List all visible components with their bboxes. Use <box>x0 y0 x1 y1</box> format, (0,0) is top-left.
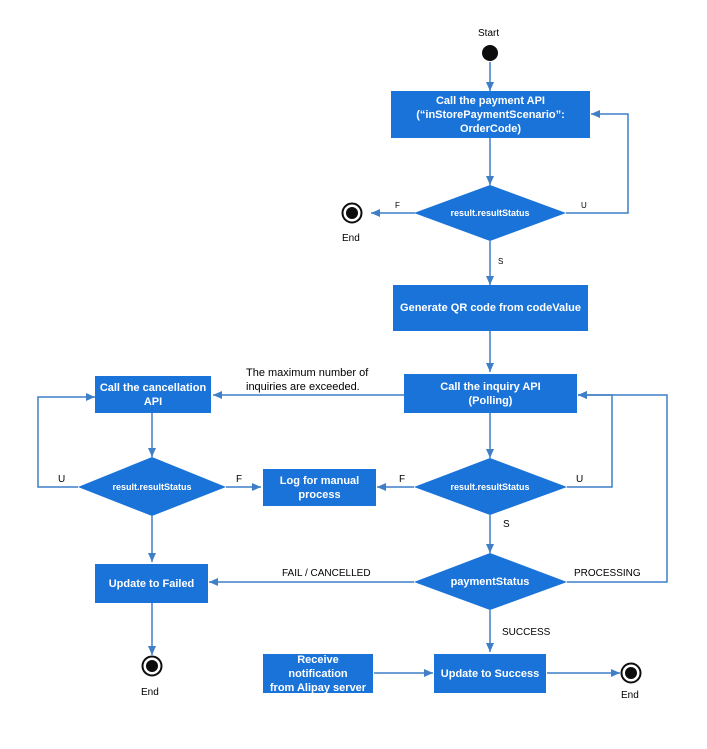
call-cancellation-api-box: Call the cancellation API <box>95 376 211 413</box>
edge-label-processing: PROCESSING <box>574 568 641 579</box>
edge-label-success: SUCCESS <box>502 627 551 638</box>
update-success-box: Update to Success <box>434 654 546 693</box>
decision-inquiry-label: result.resultStatus <box>450 482 530 492</box>
edge-label-f-inquiry: F <box>399 474 406 485</box>
edge-label-s-payment: S <box>498 257 504 266</box>
payment-status-shape <box>414 553 567 610</box>
call-inquiry-api-box: Call the inquiry API (Polling) <box>404 374 577 413</box>
max-inquiries-note: The maximum number of inquiries are exce… <box>246 367 369 393</box>
edge-label-u-payment: U <box>581 201 587 210</box>
payment-status-label: paymentStatus <box>450 576 530 588</box>
edge-label-u-cancel: U <box>58 474 66 485</box>
start-label: Start <box>478 28 500 39</box>
update-failed-box: Update to Failed <box>95 564 208 603</box>
decision-payment-label: result.resultStatus <box>450 208 530 218</box>
log-manual-box: Log for manual process <box>263 469 376 506</box>
end-label-2: End <box>141 687 159 698</box>
end-node-2 <box>141 655 163 677</box>
edge-label-f-payment: F <box>395 201 400 210</box>
start-node <box>482 45 498 61</box>
edge-decision-u-retry <box>566 110 629 214</box>
decision-cancel-label: result.resultStatus <box>112 482 192 492</box>
edge-label-s-inquiry: S <box>503 519 510 530</box>
call-payment-api-box: Call the payment API (“inStorePaymentSce… <box>391 91 590 138</box>
edge-label-f-cancel: F <box>236 474 243 485</box>
end-label-3: End <box>621 690 639 701</box>
receive-notification-box: Receive notification from Alipay server <box>263 654 373 694</box>
edge-processing-to-inquiry <box>567 391 668 583</box>
generate-qr-box: Generate QR code from codeValue <box>393 285 588 331</box>
end-node-1 <box>341 202 363 224</box>
edge-cancel-decision-u-retry <box>37 393 95 488</box>
decision-inquiry-shape <box>414 458 567 515</box>
decision-payment-shape <box>414 185 566 241</box>
end-node-3 <box>620 662 642 684</box>
end-label-1: End <box>342 233 360 244</box>
edge-label-fail-cancelled: FAIL / CANCELLED <box>282 568 371 579</box>
decision-cancel-shape <box>78 457 226 516</box>
edge-label-u-inquiry: U <box>576 474 584 485</box>
